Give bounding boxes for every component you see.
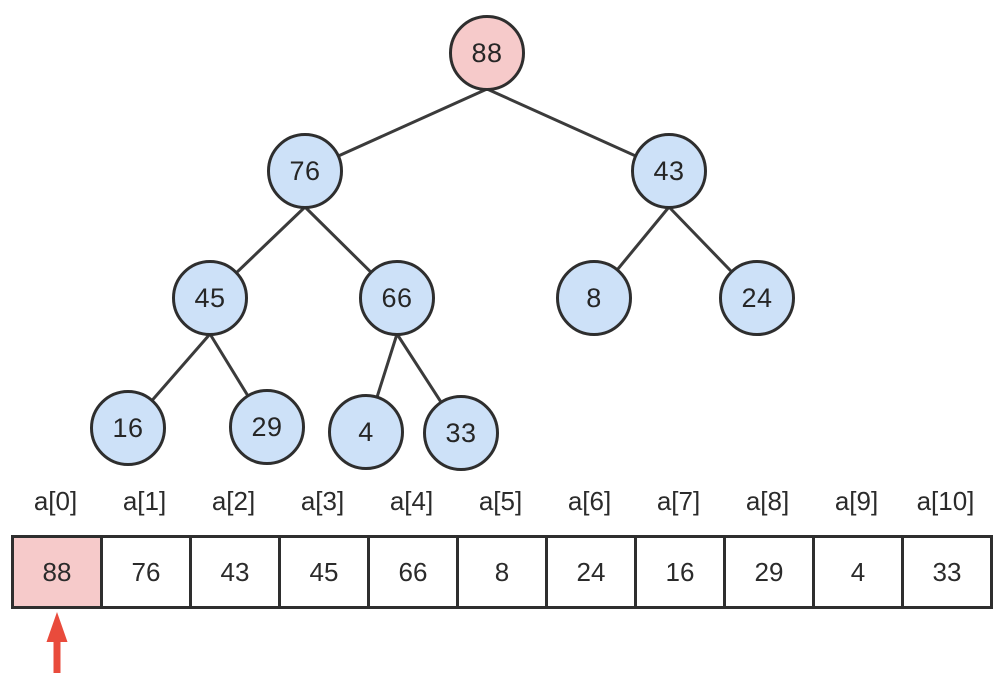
tree-node: 8 (556, 260, 632, 336)
array-index-label: a[2] (211, 486, 256, 516)
array-index-label: a[10] (916, 486, 975, 516)
array-cell: 43 (189, 535, 281, 609)
array-index-label: a[0] (33, 486, 78, 516)
array-index-label: a[1] (122, 486, 167, 516)
tree-node: 33 (423, 395, 499, 471)
array-cell: 29 (723, 535, 815, 609)
array-index-label: a[4] (389, 486, 434, 516)
array-index-label: a[6] (567, 486, 612, 516)
array-cell: 76 (100, 535, 192, 609)
array-cell: 33 (901, 535, 993, 609)
array-cell: 24 (545, 535, 637, 609)
tree-node: 76 (267, 133, 343, 209)
array-cell: 8 (456, 535, 548, 609)
array-cells: 88 76 43 45 66 8 24 16 29 4 33 (11, 535, 993, 609)
red-up-arrow-icon (46, 612, 68, 673)
array-cell: 16 (634, 535, 726, 609)
tree-node: 45 (172, 260, 248, 336)
tree-node: 24 (719, 260, 795, 336)
tree-node: 4 (328, 394, 404, 470)
array-index-label: a[7] (656, 486, 701, 516)
tree-node: 29 (229, 389, 305, 465)
array-cell-highlighted: 88 (11, 535, 103, 609)
array-cell: 45 (278, 535, 370, 609)
array-index-labels: a[0] a[1] a[2] a[3] a[4] a[5] a[6] a[7] … (11, 486, 990, 517)
array-index-label: a[9] (834, 486, 879, 516)
array-cell: 66 (367, 535, 459, 609)
tree-node: 16 (90, 390, 166, 466)
array-index-label: a[8] (745, 486, 790, 516)
tree-node-root: 88 (449, 15, 525, 91)
array-index-label: a[3] (300, 486, 345, 516)
tree-node: 66 (359, 260, 435, 336)
tree-node: 43 (631, 133, 707, 209)
array-cell: 4 (812, 535, 904, 609)
array-index-label: a[5] (478, 486, 523, 516)
